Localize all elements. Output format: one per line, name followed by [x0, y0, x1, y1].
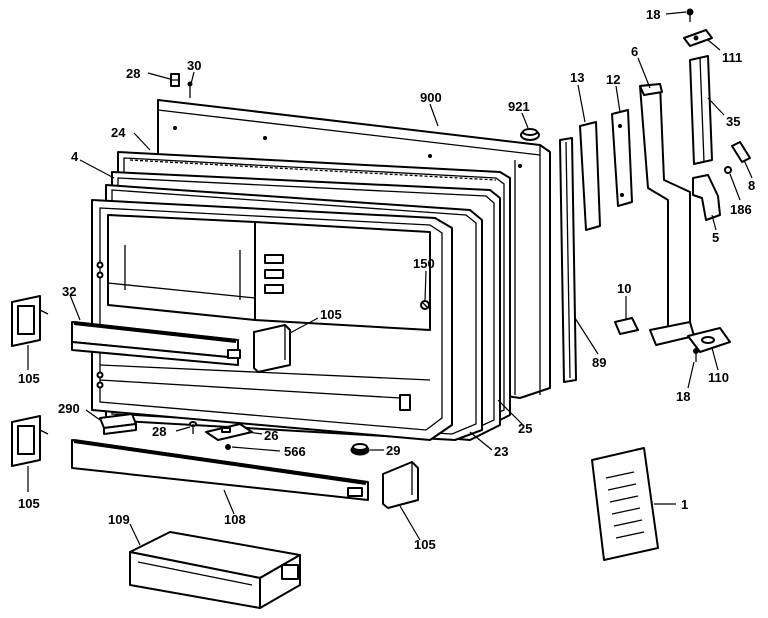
label-105-left-top: 105	[18, 371, 40, 386]
shelf-bracket-center	[253, 324, 291, 373]
label-6: 6	[631, 44, 638, 59]
label-8: 8	[748, 178, 755, 193]
label-18-top: 18	[646, 7, 660, 22]
shelf-bar-108	[71, 439, 369, 501]
label-4: 4	[71, 149, 79, 164]
label-89: 89	[592, 355, 606, 370]
label-30: 30	[187, 58, 201, 73]
instruction-sheet	[591, 447, 659, 561]
clip-8	[731, 141, 751, 163]
label-105-left-bottom: 105	[18, 496, 40, 511]
shelf-bracket-left-bottom	[11, 415, 49, 467]
label-13: 13	[570, 70, 584, 85]
shelf-bar-32	[71, 321, 241, 366]
label-12: 12	[606, 72, 620, 87]
screw-28-top	[170, 73, 180, 87]
bracket-10	[614, 317, 639, 335]
screw-186	[724, 166, 732, 174]
rail-35	[689, 55, 713, 165]
hinge-plate-13	[579, 121, 601, 231]
label-32: 32	[62, 284, 76, 299]
clip-111	[683, 29, 713, 47]
hinge-110	[687, 327, 731, 353]
hinge-arm-6	[639, 83, 695, 346]
screw-30	[187, 81, 193, 98]
label-566: 566	[284, 444, 306, 459]
label-5: 5	[712, 230, 719, 245]
label-900: 900	[420, 90, 442, 105]
label-29: 29	[386, 443, 400, 458]
screw-566	[225, 444, 231, 450]
door-inner-liner	[91, 199, 453, 441]
label-921: 921	[508, 99, 530, 114]
shelf-bracket-lower	[382, 461, 419, 509]
label-28-lower: 28	[152, 424, 166, 439]
screw-28-lower	[189, 421, 197, 434]
hinge-plate-12	[611, 109, 633, 207]
label-18-bottom: 18	[676, 389, 690, 404]
label-35: 35	[726, 114, 740, 129]
label-110: 110	[708, 370, 729, 385]
gasket-strip-89	[559, 137, 577, 383]
shelf-bracket-left-top	[11, 295, 49, 347]
label-186: 186	[730, 202, 752, 217]
label-25: 25	[518, 421, 532, 436]
label-23: 23	[494, 444, 508, 459]
label-28-top: 28	[126, 66, 140, 81]
cap-29	[350, 443, 370, 456]
pad-290	[99, 413, 137, 435]
leader-lines	[27, 11, 753, 546]
label-10: 10	[617, 281, 631, 296]
label-26: 26	[264, 428, 278, 443]
screw-18-bottom	[693, 348, 699, 362]
label-108: 108	[224, 512, 246, 527]
label-24: 24	[111, 125, 126, 140]
label-111: 111	[722, 50, 742, 65]
label-105-lower: 105	[414, 537, 436, 552]
screw-18-top	[686, 8, 694, 22]
bracket-5	[692, 174, 721, 221]
part-labels: 18 111 28 30 900 921 13 12 6 35 24 4 8 1…	[18, 7, 755, 552]
label-1: 1	[681, 497, 688, 512]
storage-bin-109	[129, 531, 301, 609]
label-109: 109	[108, 512, 130, 527]
label-290: 290	[58, 401, 80, 416]
label-150: 150	[413, 256, 435, 271]
label-105-center: 105	[320, 307, 342, 322]
